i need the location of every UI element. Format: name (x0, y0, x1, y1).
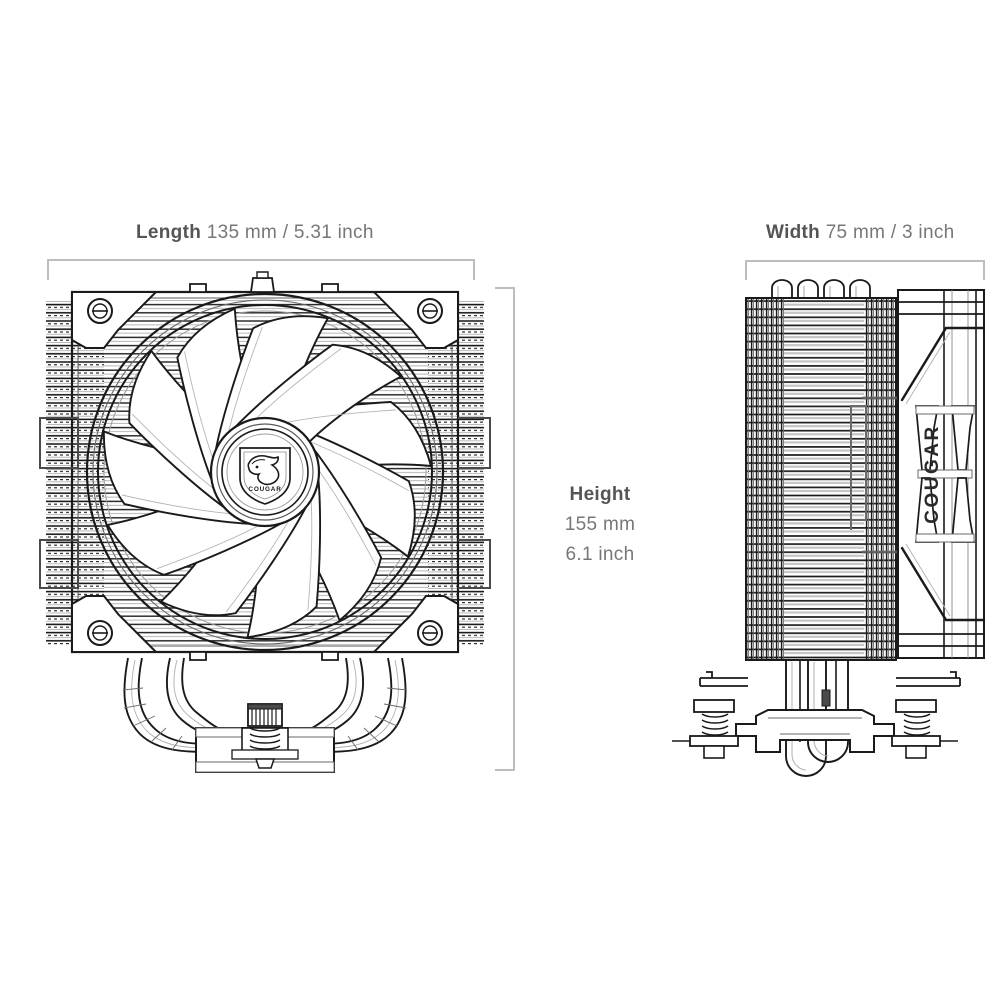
length-dimension-label: Length 135 mm / 5.31 inch (136, 222, 374, 244)
hub-logo-text: COUGAR (248, 486, 281, 493)
fan-corner-screws (87, 298, 443, 646)
height-dimension-bracket (495, 287, 515, 771)
side-fan-frame: COUGAR (897, 289, 986, 659)
width-label-value: 75 mm / 3 inch (825, 222, 955, 243)
cooler-base-assembly (195, 703, 335, 773)
spring-screw-right (891, 699, 958, 759)
thumbscrew (247, 703, 283, 727)
side-blade-profile-upper (915, 405, 976, 479)
cougar-logo: COUGAR (239, 447, 291, 505)
spring-screw-left (672, 699, 739, 759)
height-label-value-inch: 6.1 inch (565, 544, 635, 565)
corner-screw-bottom-left (87, 620, 113, 646)
shroud-bottom-nubs (189, 651, 339, 661)
length-dimension-bracket (47, 259, 475, 280)
side-view: COUGAR (672, 279, 986, 777)
shroud-top-nubs (189, 271, 339, 293)
side-fin-step-lines (862, 396, 900, 554)
side-clip-bars (850, 405, 867, 530)
height-label-name: Height (569, 484, 631, 505)
fan-wire-clips (39, 417, 491, 589)
length-label-name: Length (136, 222, 202, 243)
length-label-value: 135 mm / 5.31 inch (206, 222, 374, 243)
side-retention-rails (699, 671, 961, 687)
side-heatpipe-tops (771, 279, 871, 299)
side-base-plate (735, 709, 895, 753)
width-label-name: Width (766, 222, 821, 243)
corner-screw-top-left (87, 298, 113, 324)
width-dimension-label: Width 75 mm / 3 inch (766, 222, 955, 244)
width-dimension-bracket (745, 260, 985, 280)
corner-screw-top-right (417, 298, 443, 324)
side-fin-stack (745, 297, 897, 661)
base-screw-thread (249, 727, 281, 750)
corner-screw-bottom-right (417, 620, 443, 646)
height-dimension-label: Height 155 mm 6.1 inch (540, 480, 660, 570)
fan-hub: COUGAR (209, 416, 321, 528)
front-view: COUGAR (39, 271, 491, 773)
side-blade-profile-lower (915, 477, 976, 543)
side-fan-logo-text: COUGAR (922, 424, 943, 523)
svg-text:COUGAR: COUGAR (922, 424, 943, 523)
height-label-value-mm: 155 mm (564, 514, 636, 535)
